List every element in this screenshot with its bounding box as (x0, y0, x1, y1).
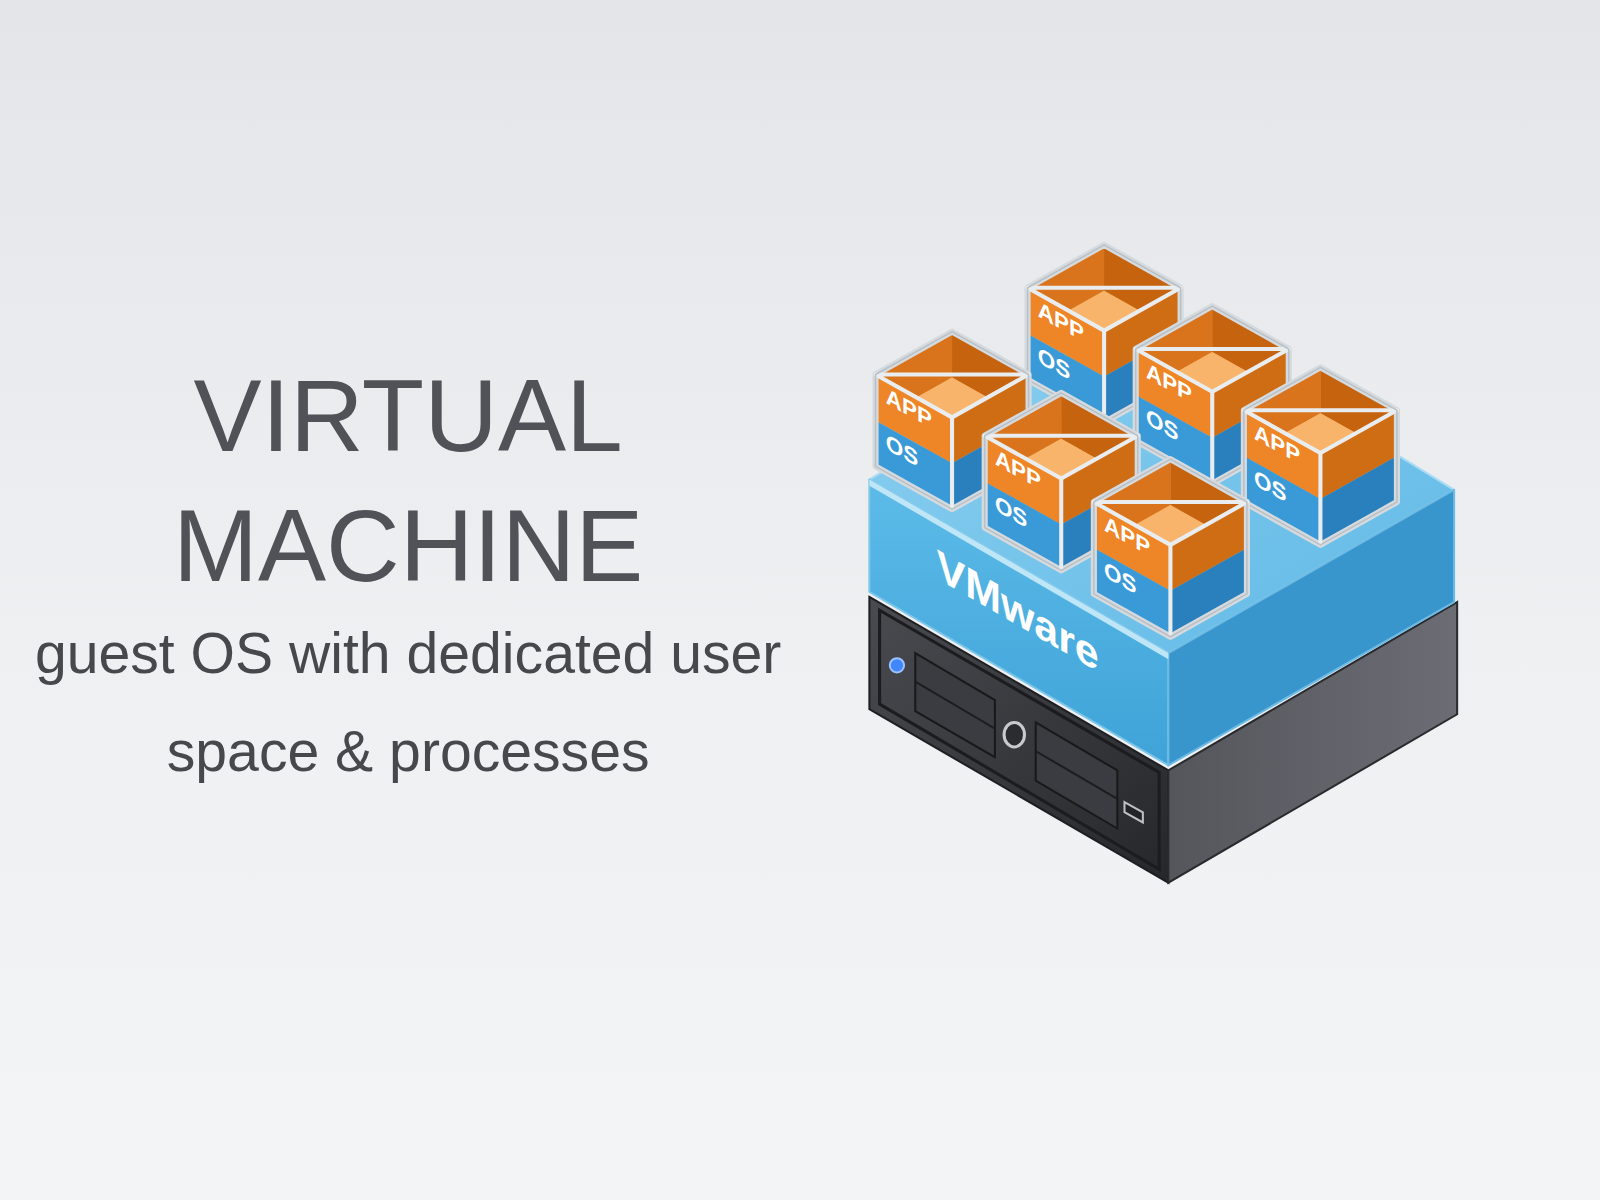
power-led (890, 658, 904, 672)
cube-os-face (985, 482, 1062, 571)
vm-cube: APPOS (1239, 362, 1402, 551)
slide-subtitle: guest OS with dedicated user space & pro… (31, 605, 786, 801)
usb-slot (1124, 802, 1142, 822)
cube-outline (1094, 459, 1247, 637)
vm-cube-shape (1089, 454, 1252, 643)
cube-os-face (876, 420, 953, 509)
cube-glass-edge (1168, 545, 1172, 637)
slab-front (869, 480, 1168, 766)
vm-cube-shape (1239, 362, 1402, 551)
drive-bay (915, 653, 995, 757)
cube-os-side (1170, 548, 1247, 637)
cube-glass-edge (1318, 453, 1322, 545)
cube-glass-edge (950, 417, 954, 509)
drive-bay (1036, 722, 1118, 828)
cube-glass-edge (1210, 392, 1214, 484)
cube-glass-frame (1244, 367, 1397, 545)
cube-os-face (1244, 456, 1321, 545)
power-button (1004, 722, 1024, 746)
hypervisor-slab: VMwareAPPOSAPPOSAPPOSAPPOSAPPOSAPPOS (869, 306, 1456, 767)
cube-glass-frame (1094, 459, 1247, 637)
slide-title: VIRTUAL MACHINE (102, 351, 714, 610)
vm-cube: APPOS (1089, 454, 1252, 643)
cube-os-side (1320, 456, 1397, 545)
cube-os-face (1094, 548, 1171, 637)
cube-outline (1244, 367, 1397, 545)
cube-glass-edge (1059, 479, 1063, 571)
bay-divider (1036, 751, 1118, 799)
cube-glass-edge (1102, 331, 1106, 423)
bay-divider (915, 682, 995, 729)
